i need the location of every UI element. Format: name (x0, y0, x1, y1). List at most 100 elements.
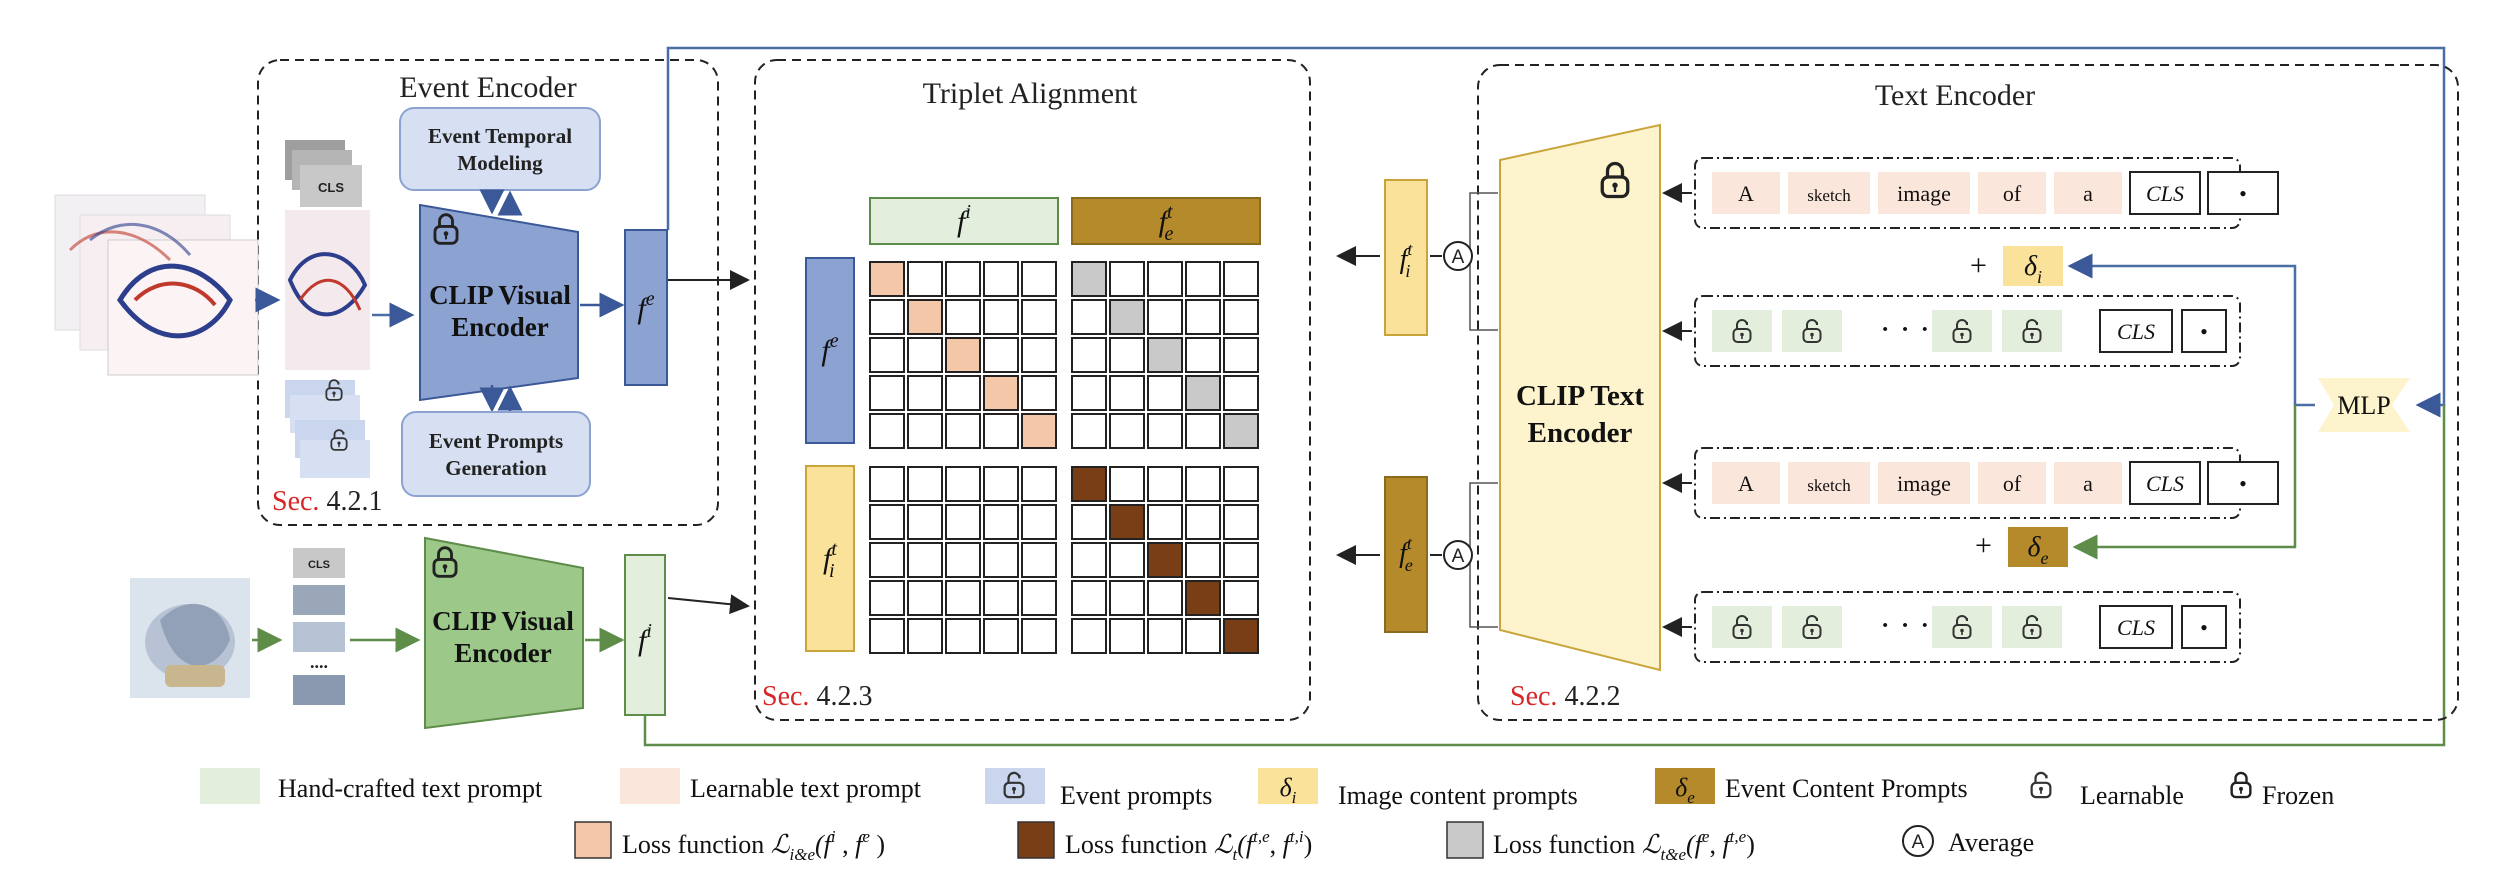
matrix-cell (945, 375, 981, 411)
prompts-gen-line-2: Generation (445, 456, 547, 480)
matrix-cell (1021, 413, 1057, 449)
prompt-token-label: • (2239, 471, 2247, 496)
text-encoder-title: Text Encoder (1875, 79, 2035, 112)
legend-loss-2-swatch (1017, 821, 1055, 859)
matrix-cell (945, 413, 981, 449)
matrix-cell (1223, 466, 1259, 502)
matrix-cell (983, 504, 1019, 540)
matrix-cell (945, 466, 981, 502)
matrix-cell (1185, 466, 1221, 502)
prompt-token-label: • (2239, 181, 2247, 206)
matrix-cell (907, 504, 943, 540)
matrix-cell (869, 261, 905, 297)
matrix-cell (983, 542, 1019, 578)
matrix-cell (983, 466, 1019, 502)
matrix-cell (1147, 375, 1183, 411)
matrix-cell (1021, 504, 1057, 540)
average-icon-bottom: A (1443, 540, 1473, 570)
svg-text:....: .... (310, 652, 328, 672)
matrix-cell (907, 466, 943, 502)
cls-token-label: CLS (2117, 615, 2155, 640)
temporal-line-2: Modeling (457, 151, 543, 175)
svg-text:δe: δe (1675, 773, 1695, 807)
image-token-stack: CLS .... (293, 548, 345, 705)
alignment-matrix (869, 261, 1259, 654)
matrix-cell (1109, 466, 1145, 502)
matrix-cell (1109, 299, 1145, 335)
prompt-token (2002, 310, 2062, 352)
average-icon-top: A (1443, 241, 1473, 271)
matrix-cell (907, 299, 943, 335)
row-header-fe: fe (805, 257, 855, 444)
temporal-line-1: Event Temporal (428, 124, 572, 148)
legend-loss-2: Loss function ℒt(ft,e, ft,i) (1065, 827, 1312, 864)
prompt-row-learnable-2: · · ·CLS• (1694, 591, 2241, 663)
matrix-cell (1185, 580, 1221, 616)
event-frames-image (54, 194, 259, 376)
matrix-cell (1185, 618, 1221, 654)
prompt-token (1782, 310, 1842, 352)
matrix-cell (907, 542, 943, 578)
prompt-token (1712, 172, 1780, 214)
matrix-cell (869, 504, 905, 540)
triplet-title: Triplet Alignment (923, 77, 1138, 110)
prompt-token-label: sketch (1807, 186, 1851, 205)
prompt-token-label: image (1897, 181, 1951, 206)
prompt-token (1788, 172, 1870, 214)
matrix-cell (1223, 299, 1259, 335)
matrix-cell (1109, 375, 1145, 411)
matrix-cell (1071, 261, 1107, 297)
matrix-cell (869, 299, 905, 335)
legend-hand-crafted-swatch (200, 768, 260, 804)
matrix-cell (945, 504, 981, 540)
ellipsis-label: · · · (1880, 311, 1931, 348)
prompt-token (1712, 606, 1772, 648)
matrix-cell (869, 580, 905, 616)
prompt-token (2099, 605, 2173, 649)
svg-text:fte: fte (1159, 201, 1174, 245)
event-sec-label: Sec. 4.2.1 (272, 486, 382, 517)
prompt-token (1978, 172, 2046, 214)
matrix-cell (945, 299, 981, 335)
legend-frozen: Frozen (2262, 781, 2334, 810)
matrix-cell (1071, 413, 1107, 449)
plus-delta-i: + (1970, 249, 1987, 282)
prompt-token (1978, 462, 2046, 504)
legend-event-prompts: Event prompts (1060, 781, 1212, 810)
prompt-token (1878, 172, 1970, 214)
svg-text:A: A (1912, 832, 1925, 853)
matrix-cell (1223, 337, 1259, 373)
prompt-token (2002, 606, 2062, 648)
prompt-token (2054, 462, 2122, 504)
legend-event-content-swatch (1655, 768, 1715, 804)
matrix-cell (1147, 413, 1183, 449)
clip-visual-encoder-image: CLIP Visual Encoder (424, 536, 584, 730)
matrix-cell (983, 618, 1019, 654)
legend-image-content-swatch (1258, 768, 1318, 804)
matrix-cell (1223, 580, 1259, 616)
clip-visual-encoder-event: CLIP Visual Encoder (419, 203, 579, 402)
matrix-cell (1071, 580, 1107, 616)
legend-average: Average (1948, 828, 2034, 857)
prompt-token (1788, 462, 1870, 504)
matrix-cell (1021, 375, 1057, 411)
svg-text:fte: fte (1399, 533, 1413, 575)
mlp-block: MLP (2318, 378, 2410, 432)
svg-text:fti: fti (823, 538, 837, 582)
triplet-sec-label: Sec. 4.2.3 (762, 681, 872, 712)
prompt-token-label: of (2003, 471, 2022, 496)
prompt-token-label: image (1897, 471, 1951, 496)
svg-text:fti: fti (1400, 239, 1414, 281)
matrix-cell (1185, 337, 1221, 373)
matrix-cell (869, 542, 905, 578)
matrix-cell (945, 618, 981, 654)
legend-image-content: Image content prompts (1338, 781, 1578, 810)
learnable-lock-icon (2030, 771, 2052, 799)
cls-token-label: CLS (2117, 319, 2155, 344)
matrix-cell (1071, 337, 1107, 373)
prompt-token-label: CLS (2146, 181, 2184, 206)
matrix-cell (1109, 504, 1145, 540)
prompt-token-label: a (2083, 471, 2093, 496)
matrix-cell (1071, 618, 1107, 654)
